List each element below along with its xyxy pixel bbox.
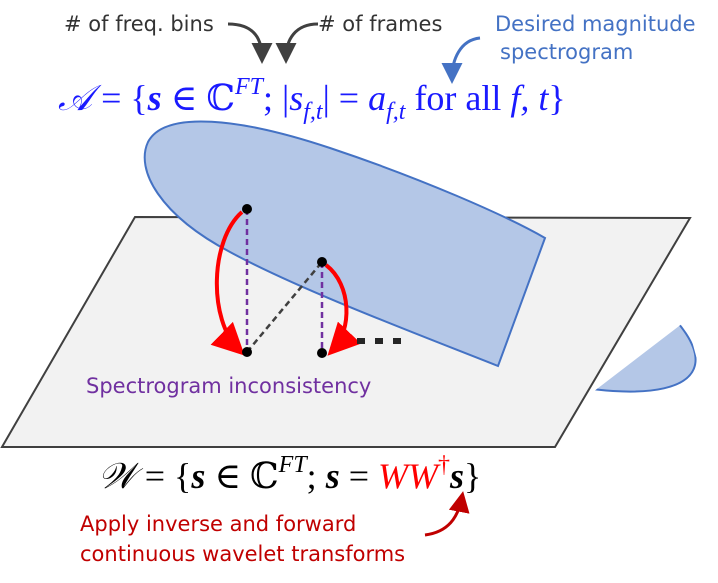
ellipsis-dot-3 xyxy=(393,338,401,344)
red-arrow-1 xyxy=(210,210,245,356)
point-w1 xyxy=(242,347,252,357)
formula-set-w: 𝒲 = {s ∈ ℂFT; s = WW†s} xyxy=(98,452,481,496)
ww-operator: WW xyxy=(378,456,441,496)
desired-magnitude-arrow xyxy=(441,36,481,84)
apply-transform-arrow xyxy=(424,491,470,537)
ellipsis-dot-1 xyxy=(357,338,365,344)
point-a1 xyxy=(242,204,252,214)
freq-bins-label: # of freq. bins xyxy=(64,12,214,36)
frames-arrow xyxy=(275,22,319,64)
freq-bins-arrow xyxy=(227,22,273,64)
red-arrow-2 xyxy=(324,263,362,356)
formula-set-a: 𝒜 = {s ∈ ℂFT; |sf,t| = af,t for all f, t… xyxy=(58,74,566,125)
desired-magnitude-label-1: Desired magnitude xyxy=(495,12,696,36)
frames-label: # of frames xyxy=(318,12,442,36)
ellipsis-dot-2 xyxy=(375,338,383,344)
desired-magnitude-label-2: spectrogram xyxy=(500,40,633,64)
inconsistency-label: Spectrogram inconsistency xyxy=(86,374,371,398)
point-w2 xyxy=(317,348,327,358)
point-a2 xyxy=(317,257,327,267)
apply-transform-label-1: Apply inverse and forward xyxy=(80,512,356,536)
apply-transform-label-2: continuous wavelet transforms xyxy=(80,542,405,566)
